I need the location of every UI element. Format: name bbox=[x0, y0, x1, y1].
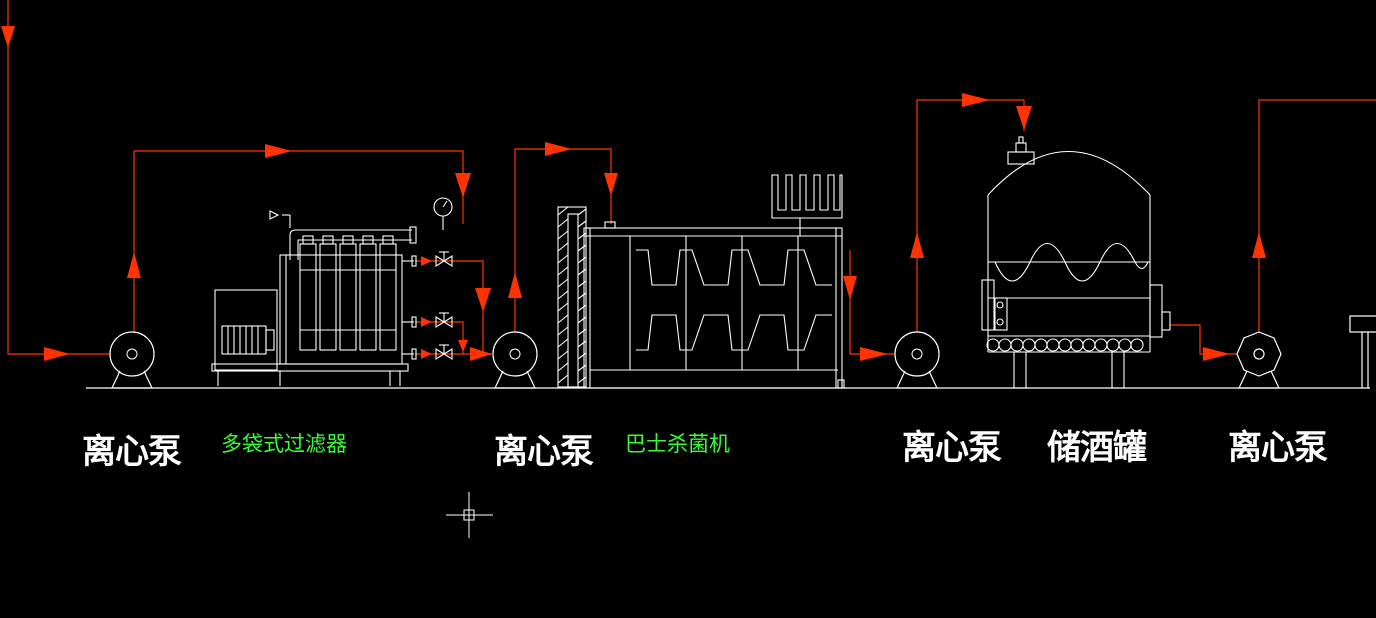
flow-pump2-to-pasteurizer bbox=[514, 148, 612, 332]
arrow-up bbox=[1252, 232, 1266, 258]
filter-bag bbox=[299, 243, 317, 351]
cad-crosshair-cursor-icon bbox=[446, 492, 493, 538]
tank-dome bbox=[987, 151, 1151, 196]
filter-small-arrows bbox=[421, 256, 432, 359]
arrow-up bbox=[508, 272, 522, 298]
centrifugal-pump-4 bbox=[1236, 331, 1282, 389]
valve bbox=[435, 312, 453, 328]
arrow-right bbox=[44, 347, 70, 361]
centrifugal-pump-2 bbox=[492, 331, 538, 389]
arrow-right bbox=[545, 142, 572, 156]
arrow-down bbox=[843, 276, 857, 300]
spray-profile bbox=[636, 249, 832, 286]
arrow-down bbox=[1016, 106, 1032, 130]
arrow-down bbox=[1, 26, 15, 48]
pasteurizer-body bbox=[583, 227, 843, 389]
filter-frame bbox=[279, 254, 403, 365]
arrow-up bbox=[910, 232, 924, 258]
label-pasteurizer: 巴士杀菌机 bbox=[625, 432, 730, 456]
filter-motor bbox=[221, 325, 267, 355]
storage-tank-unit bbox=[981, 136, 1171, 389]
flow-pump3-to-tank bbox=[916, 99, 1025, 332]
arrow-down bbox=[455, 173, 471, 198]
flow-pump4-out bbox=[1258, 99, 1376, 332]
filter-bag bbox=[359, 243, 377, 351]
arrow-right bbox=[962, 93, 990, 107]
tank-heating-coil bbox=[994, 243, 1149, 282]
tank-base-rollers bbox=[986, 338, 1144, 352]
arrow-up bbox=[127, 252, 141, 278]
partial-equipment-right bbox=[1349, 315, 1376, 388]
arrow-down bbox=[475, 288, 491, 312]
flow-arrows bbox=[1, 26, 1266, 361]
filter-bag bbox=[339, 243, 357, 351]
flow-lines bbox=[7, 0, 1376, 355]
arrow-down bbox=[604, 173, 618, 196]
centrifugal-pump-1 bbox=[109, 331, 155, 389]
filter-bag bbox=[319, 243, 337, 351]
flow-pasteurizer-out bbox=[849, 250, 895, 355]
arrow-down bbox=[458, 340, 468, 352]
exhaust-manifold bbox=[771, 174, 843, 219]
pasteurizer-unit bbox=[557, 174, 845, 389]
arrow-right bbox=[470, 347, 492, 361]
flow-filter-outlet-bottom bbox=[415, 321, 464, 354]
arrow-right bbox=[860, 347, 888, 361]
filter-bag bbox=[379, 243, 397, 351]
arrow-right bbox=[265, 144, 292, 158]
filter-motor-housing bbox=[214, 289, 278, 371]
label-centrifugal-pump-2: 离心泵 bbox=[494, 432, 594, 472]
label-bag-filter: 多袋式过滤器 bbox=[221, 432, 347, 456]
label-centrifugal-pump-1: 离心泵 bbox=[82, 432, 182, 472]
flow-filter-outlet-top bbox=[415, 260, 492, 355]
pasteurizer-column bbox=[557, 206, 587, 388]
label-centrifugal-pump-3: 离心泵 bbox=[902, 428, 1002, 468]
valve bbox=[435, 251, 453, 267]
label-storage-tank: 储酒罐 bbox=[1047, 428, 1147, 468]
spray-profile bbox=[636, 314, 832, 351]
label-centrifugal-pump-4: 离心泵 bbox=[1228, 428, 1328, 468]
centrifugal-pump-3 bbox=[894, 331, 940, 389]
valve bbox=[435, 344, 453, 360]
bag-filter-unit bbox=[211, 197, 453, 386]
arrow-right bbox=[1203, 347, 1230, 361]
flow-inlet-line bbox=[7, 0, 110, 355]
